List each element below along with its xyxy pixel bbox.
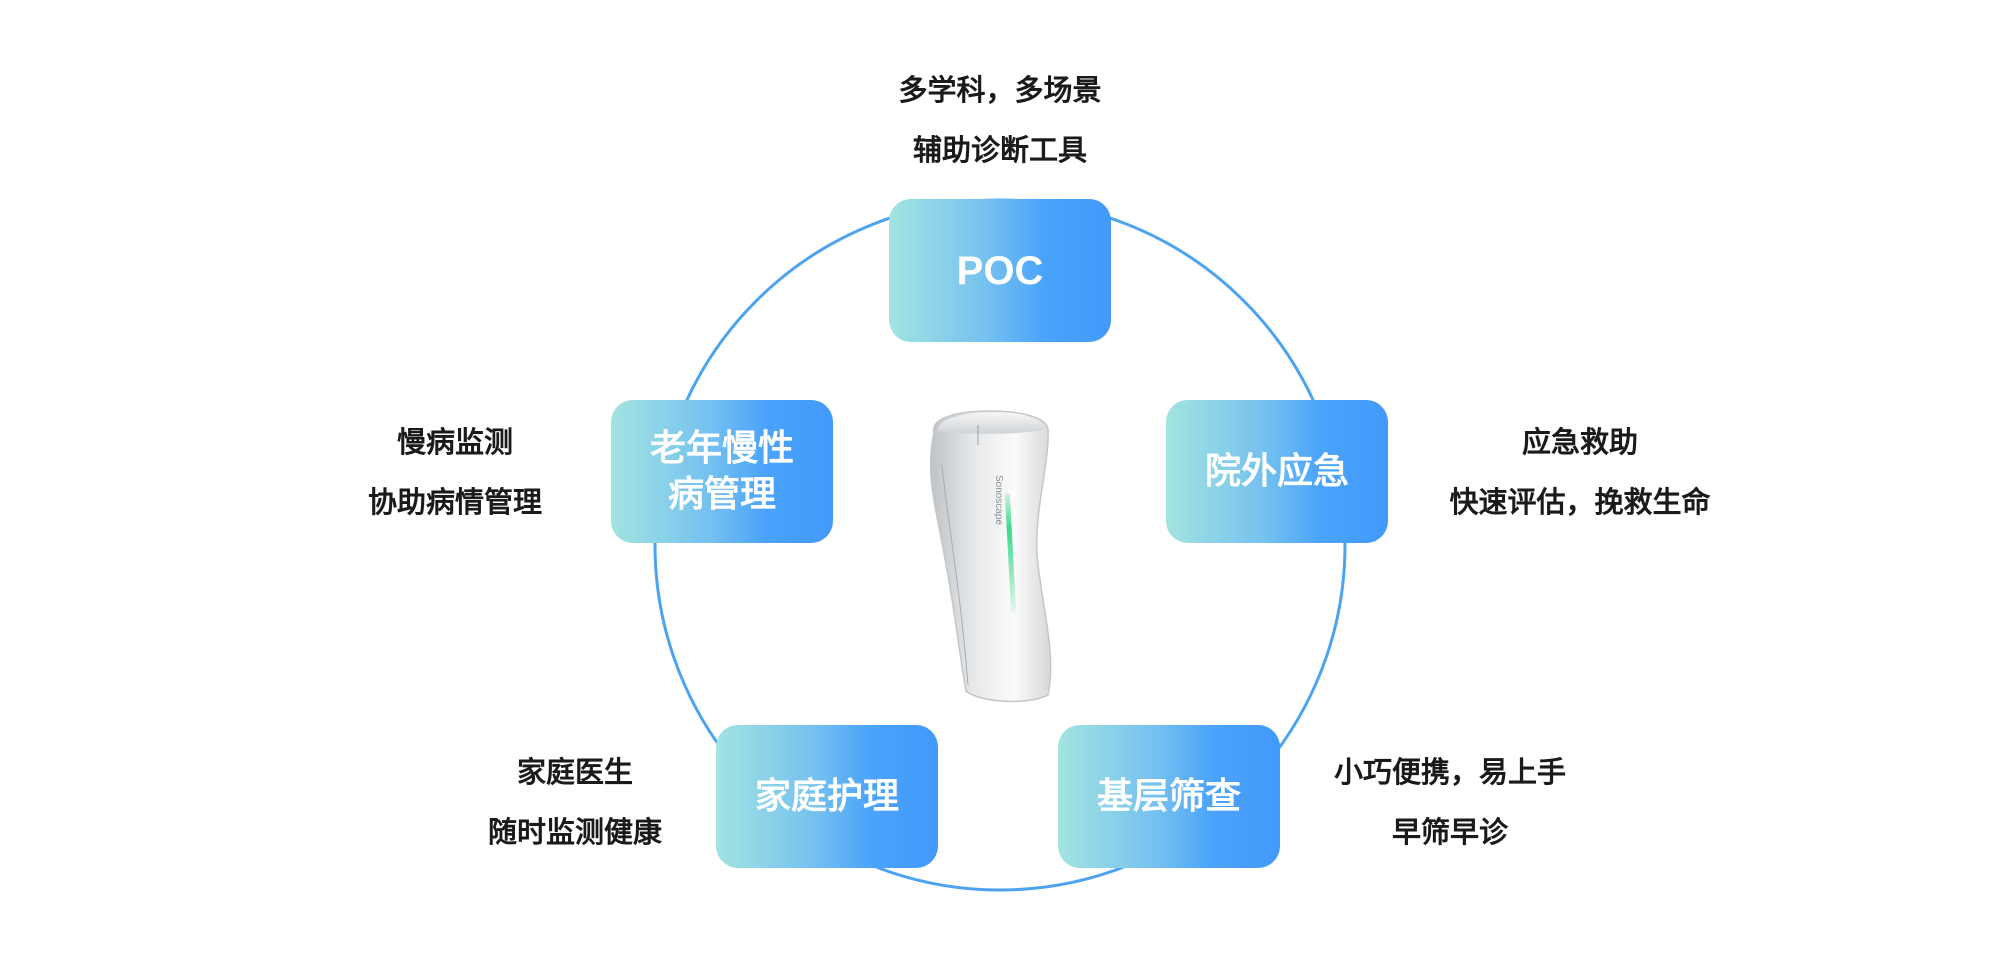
homecare-caption-line-2: 随时监测健康 [487, 815, 662, 849]
screening-node: 基层筛查 [1058, 725, 1280, 868]
probe-indicator-light [1004, 493, 1017, 613]
poc-caption: 多学科，多场景 辅助诊断工具 [835, 60, 1165, 180]
elderly-caption-line-2: 协助病情管理 [367, 485, 542, 519]
poc-caption-line-1: 多学科，多场景 [898, 73, 1102, 107]
homecare-caption-line-1: 家庭医生 [516, 755, 633, 789]
elderly-caption: 慢病监测 协助病情管理 [340, 412, 570, 532]
elderly-node-label-line-1: 老年慢性 [649, 427, 794, 469]
emergency-caption-line-1: 应急救助 [1521, 425, 1638, 459]
homecare-node-label: 家庭护理 [754, 775, 899, 817]
poc-node: POC [889, 199, 1111, 342]
elderly-node: 老年慢性 病管理 [611, 400, 833, 543]
elderly-caption-line-1: 慢病监测 [396, 425, 513, 459]
elderly-node-label: 老年慢性 病管理 [650, 426, 794, 518]
emergency-node-label: 院外应急 [1204, 450, 1349, 492]
emergency-caption-line-2: 快速评估，挽救生命 [1449, 485, 1711, 519]
screening-caption-line-1: 小巧便携，易上手 [1333, 755, 1566, 789]
poc-caption-line-2: 辅助诊断工具 [912, 133, 1087, 167]
screening-node-label: 基层筛查 [1096, 775, 1241, 817]
screening-caption-line-2: 早筛早诊 [1391, 815, 1508, 849]
elderly-node-label-line-2: 病管理 [667, 473, 776, 515]
homecare-node: 家庭护理 [716, 725, 938, 868]
emergency-caption: 应急救助 快速评估，挽救生命 [1380, 412, 1780, 532]
poc-node-label: POC [956, 248, 1044, 293]
screening-caption: 小巧便携，易上手 早筛早诊 [1300, 742, 1600, 862]
ultrasound-probe-image: Sonoscape [929, 410, 1052, 703]
probe-brand-text: Sonoscape [993, 475, 1004, 525]
probe-shape [929, 410, 1052, 703]
homecare-caption: 家庭医生 随时监测健康 [465, 742, 685, 862]
emergency-node: 院外应急 [1166, 400, 1388, 543]
